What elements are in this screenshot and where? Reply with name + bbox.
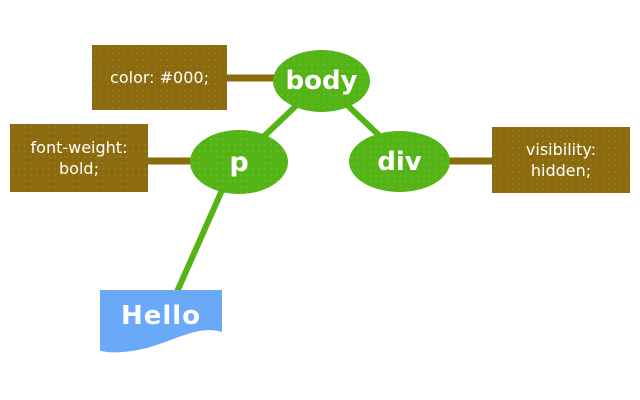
node-body: body [273,50,370,112]
css-rule-font-weight: font-weight: bold; [10,124,148,192]
css-rule-color: color: #000; [92,45,227,110]
hello-flag-shape [100,290,222,353]
node-div: div [349,131,450,192]
css-rule-visibility: visibility: hidden; [492,127,630,193]
edge-p-to-hello [173,186,226,296]
node-p: p [190,130,288,194]
hello-text-node: Hello [120,301,202,331]
